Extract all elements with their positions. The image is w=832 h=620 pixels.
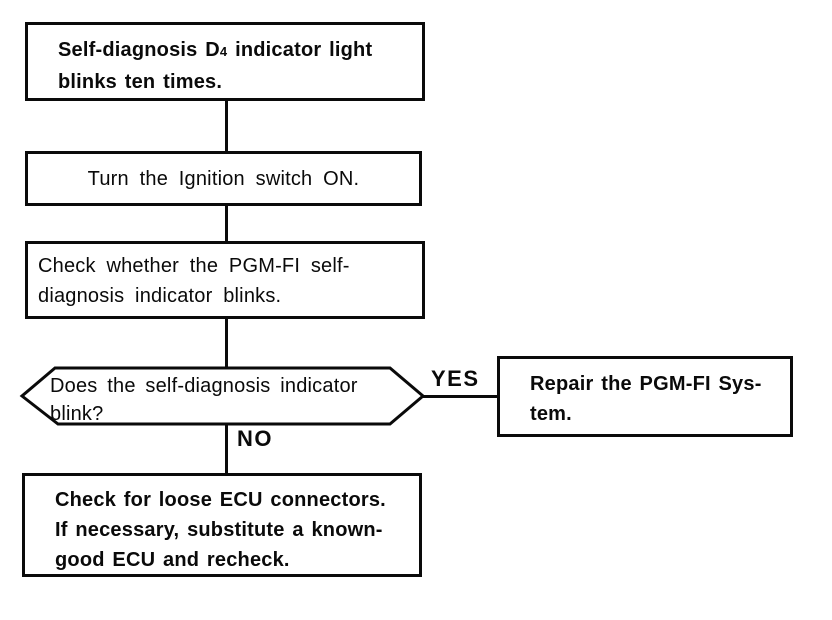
node-repair-pgmfi: Repair the PGM-FI Sys- tem.: [497, 356, 793, 437]
node-repair-pgmfi-line2: tem.: [530, 403, 572, 425]
node-check-ecu: Check for loose ECU connectors. If neces…: [22, 473, 422, 577]
decision-hexagon: [19, 366, 426, 426]
node-check-ecu-line3: good ECU and recheck.: [55, 549, 290, 571]
node-check-indicator: Check whether the PGM-FI self- diagnosis…: [25, 241, 425, 319]
decision-line2: blink?: [50, 403, 104, 425]
no-branch-label: NO: [237, 426, 273, 451]
yes-branch-label: YES: [431, 366, 480, 391]
node-check-ecu-line2: If necessary, substitute a known-: [55, 519, 383, 541]
node-repair-pgmfi-line1: Repair the PGM-FI Sys-: [530, 373, 762, 395]
decision-text: Does the self-diagnosis indicator blink?: [50, 372, 395, 428]
node-check-indicator-line2: diagnosis indicator blinks.: [38, 285, 282, 307]
node-turn-ignition-on-text: Turn the Ignition switch ON.: [87, 167, 360, 190]
node-check-indicator-line1: Check whether the PGM-FI self-: [38, 255, 350, 277]
decision-line1: Does the self-diagnosis indicator: [50, 375, 358, 397]
node-turn-ignition-on: Turn the Ignition switch ON.: [25, 151, 422, 206]
node-symptom-line2: blinks ten times.: [58, 71, 223, 93]
node-check-ecu-line1: Check for loose ECU connectors.: [55, 489, 386, 511]
node-symptom-line1: Self-diagnosis D4 indicator light: [58, 35, 414, 67]
node-symptom-d4-subscript: 4: [219, 44, 228, 59]
node-symptom: Self-diagnosis D4 indicator light blinks…: [25, 22, 425, 101]
node-symptom-line1-post: indicator light: [227, 39, 373, 61]
node-symptom-line1-pre: Self-diagnosis D: [58, 39, 220, 61]
